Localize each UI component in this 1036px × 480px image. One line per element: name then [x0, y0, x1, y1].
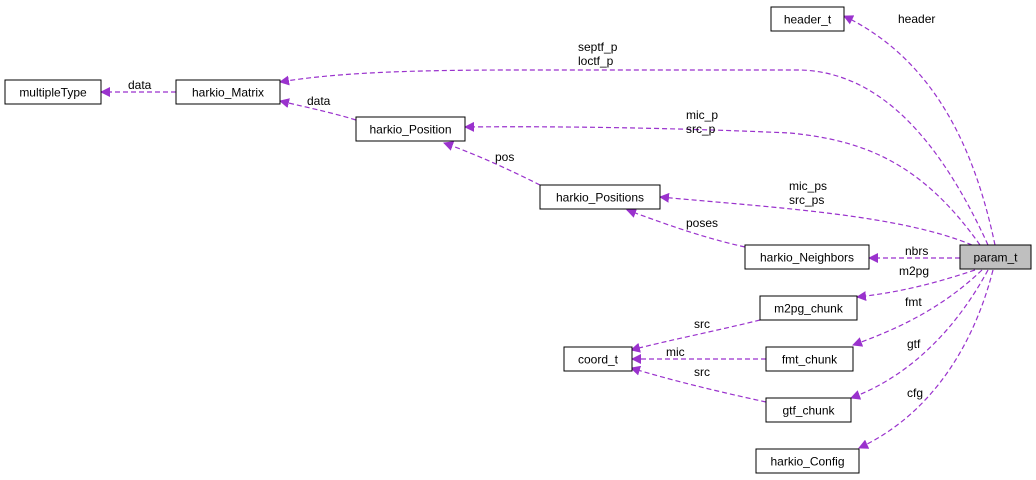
edge-label: m2pg — [899, 264, 929, 278]
edge-m2pg-coord — [630, 319, 761, 353]
node-label: harkio_Position — [369, 123, 451, 137]
edge-label: septf_p — [578, 40, 618, 54]
node-fmt-chunk[interactable]: fmt_chunk — [765, 346, 854, 372]
edge-param-m2pg — [856, 269, 976, 302]
edge-label: loctf_p — [578, 54, 614, 68]
edge-label: cfg — [907, 386, 923, 400]
node-label: m2pg_chunk — [774, 302, 844, 316]
node-label: harkio_Positions — [556, 191, 644, 205]
edge-neighbors-positions — [626, 208, 746, 248]
node-harkio-matrix[interactable]: harkio_Matrix — [175, 79, 281, 105]
edge-label: data — [128, 78, 152, 92]
edge-label: src — [694, 365, 710, 379]
node-harkio-neighbors[interactable]: harkio_Neighbors — [744, 244, 870, 270]
node-header-t[interactable]: header_t — [770, 6, 845, 32]
node-label: header_t — [784, 13, 832, 27]
edge-label: poses — [686, 216, 718, 230]
edge-label: mic_p — [686, 108, 718, 122]
node-harkio-position[interactable]: harkio_Position — [355, 116, 466, 142]
edge-param-matrix — [279, 69, 989, 246]
edge-label: data — [307, 94, 331, 108]
node-harkio-positions[interactable]: harkio_Positions — [539, 184, 661, 210]
edge-gtf-coord — [630, 365, 767, 403]
edge-param-fmt — [852, 269, 983, 347]
edges — [100, 15, 996, 449]
edge-param-gtf — [850, 269, 989, 400]
node-label: fmt_chunk — [782, 353, 838, 367]
node-coord-t[interactable]: coord_t — [563, 346, 633, 372]
node-label: multipleType — [19, 86, 87, 100]
edge-label: mic — [666, 345, 685, 359]
edge-positions-position — [443, 141, 541, 186]
edge-label: mic_ps — [789, 179, 827, 193]
node-label: harkio_Config — [770, 455, 844, 469]
node-label: harkio_Neighbors — [760, 251, 854, 265]
node-param-t[interactable]: param_t — [959, 244, 1032, 270]
edge-param-config — [858, 269, 994, 449]
edge-param-header — [843, 15, 996, 246]
node-multiple-type[interactable]: multipleType — [4, 79, 102, 105]
node-harkio-config[interactable]: harkio_Config — [755, 448, 860, 474]
node-label: param_t — [973, 251, 1018, 265]
edge-param-positions — [659, 192, 973, 246]
edge-label: header — [898, 12, 935, 26]
node-gtf-chunk[interactable]: gtf_chunk — [765, 397, 852, 423]
nodes: header_t multipleType harkio_Matrix hark… — [4, 6, 1032, 474]
edge-param-position — [464, 121, 981, 246]
edge-label: fmt — [905, 295, 922, 309]
edge-label: gtf — [907, 337, 921, 351]
node-label: coord_t — [578, 353, 619, 367]
edge-label: src_ps — [789, 193, 824, 207]
node-label: harkio_Matrix — [192, 86, 264, 100]
edge-label: nbrs — [905, 244, 928, 258]
edge-label: src_p — [686, 122, 716, 136]
edge-labels: header septf_p loctf_p data data mic_p s… — [128, 12, 935, 400]
node-m2pg-chunk[interactable]: m2pg_chunk — [759, 295, 858, 321]
edge-label: pos — [495, 150, 514, 164]
node-label: gtf_chunk — [782, 404, 835, 418]
edge-label: src — [694, 317, 710, 331]
